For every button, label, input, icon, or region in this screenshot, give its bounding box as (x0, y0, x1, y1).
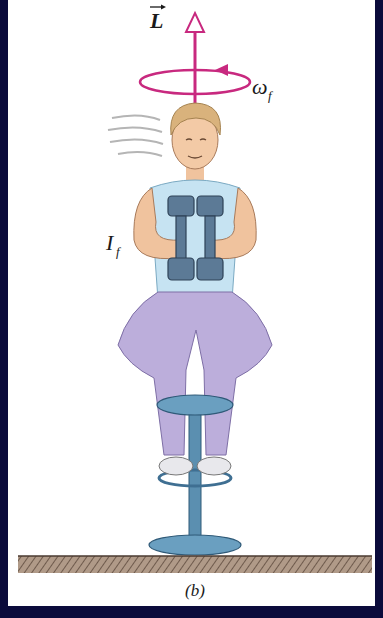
dumbbells (168, 196, 223, 280)
stool-seat (157, 395, 233, 415)
vector-label: L (150, 10, 163, 32)
motion-lines (108, 115, 163, 156)
vector-mark-head (161, 5, 166, 10)
stool-post (189, 405, 201, 545)
white-panel (8, 0, 375, 606)
facial-features (186, 139, 206, 158)
ground (18, 556, 372, 573)
figure-caption: (b) (185, 582, 205, 599)
subscript: f (268, 89, 272, 102)
angular-velocity-label: ω (252, 76, 268, 98)
right-shoe (197, 457, 231, 475)
left-shoe (159, 457, 193, 475)
rotation-arrowhead (215, 64, 228, 76)
vector-head (186, 13, 204, 32)
ground-line (18, 555, 372, 557)
rotation-ellipse (140, 70, 250, 94)
subscript: f (116, 245, 120, 258)
inertia-label: I (106, 232, 113, 254)
stool-base (149, 535, 241, 555)
hair (171, 103, 221, 135)
